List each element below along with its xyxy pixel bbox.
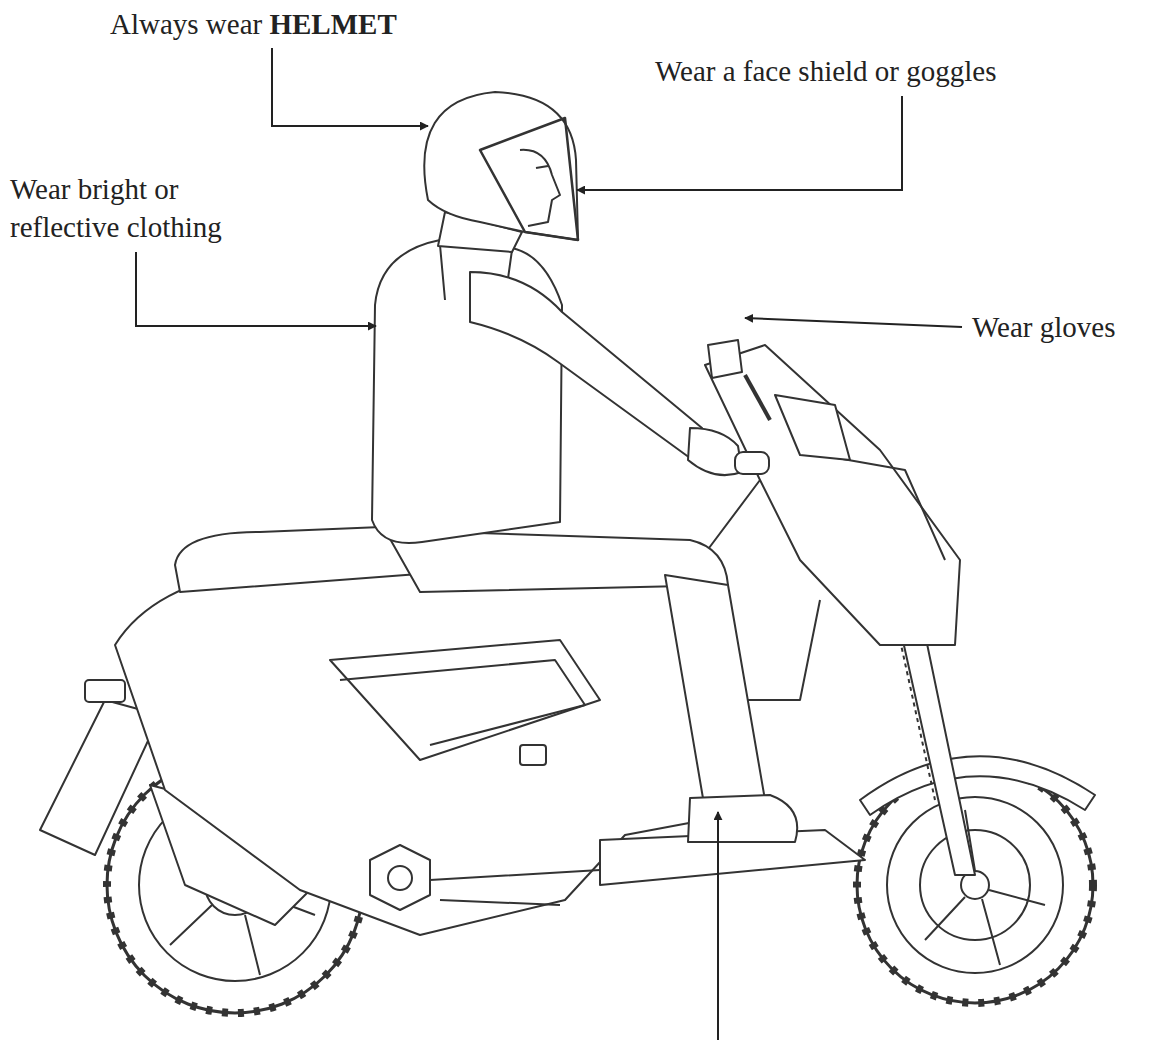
- leader-line: [745, 318, 962, 327]
- leader-lines: [136, 48, 962, 1040]
- callout-label: Always wear HELMET: [110, 5, 530, 43]
- rider-drawing: [372, 92, 797, 842]
- leader-line: [272, 48, 428, 126]
- callout-label: Wear bright or reflective clothing: [10, 170, 272, 246]
- callout-label: Wear a face shield or goggles: [655, 52, 1155, 90]
- leader-line: [577, 96, 902, 190]
- scooter-drawing: [40, 340, 1095, 1013]
- leader-line: [136, 252, 376, 326]
- callout-label: Wear gloves: [972, 308, 1167, 346]
- leader-line: [717, 812, 719, 1040]
